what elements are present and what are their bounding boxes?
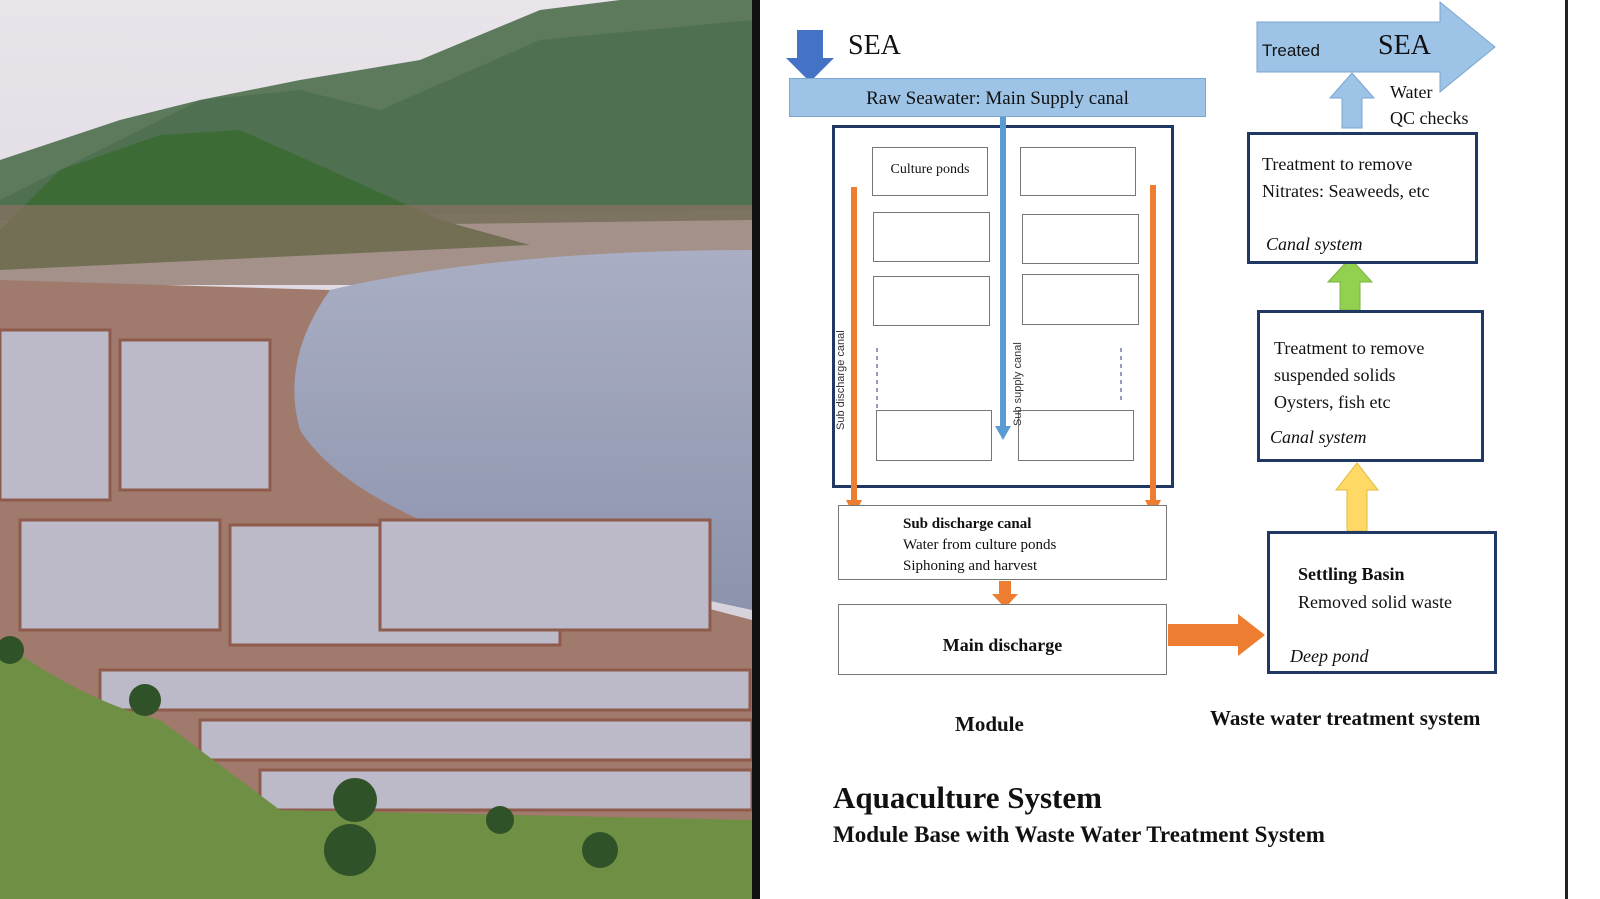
sub-discharge-box: Sub discharge canal Water from culture p…	[838, 505, 1167, 580]
solids-line1: Treatment to remove	[1274, 338, 1425, 358]
qc-label-1: Water	[1390, 82, 1433, 102]
qc-up-arrow-icon	[1328, 72, 1376, 129]
main-supply-canal: Raw Seawater: Main Supply canal	[789, 78, 1206, 117]
diagram-subtitle: Module Base with Waste Water Treatment S…	[833, 822, 1325, 847]
orange-right-arrow-icon	[1168, 614, 1265, 656]
panel-divider	[752, 0, 760, 899]
suspended-solids-box: Treatment to remove suspended solids Oys…	[1257, 310, 1484, 462]
main-discharge-box: Main discharge	[838, 604, 1167, 675]
green-up-arrow-icon	[1326, 257, 1374, 311]
nitrates-line2: Nitrates: Seaweeds, etc	[1262, 181, 1430, 201]
culture-pond	[1018, 410, 1134, 461]
yellow-up-arrow-icon	[1334, 462, 1380, 532]
right-border	[1565, 0, 1568, 899]
sub-discharge-line2: Siphoning and harvest	[903, 558, 1038, 574]
culture-pond	[1022, 214, 1139, 264]
sub-discharge-line1: Water from culture ponds	[903, 537, 1057, 553]
sub-supply-vertical-label: Sub supply canal	[1012, 342, 1024, 426]
diagram-title: Aquaculture System	[833, 780, 1102, 815]
nitrates-box: Treatment to remove Nitrates: Seaweeds, …	[1247, 132, 1478, 264]
settling-note: Deep pond	[1290, 646, 1369, 666]
culture-pond	[873, 276, 990, 326]
culture-pond	[1020, 147, 1136, 196]
settling-basin-box: Settling Basin Removed solid waste Deep …	[1267, 531, 1497, 674]
culture-pond	[873, 212, 990, 262]
sub-discharge-title: Sub discharge canal	[903, 516, 1032, 532]
settling-title: Settling Basin	[1298, 564, 1405, 584]
module-label: Module	[955, 712, 1024, 736]
solids-line3: Oysters, fish etc	[1274, 392, 1391, 412]
solids-line2: suspended solids	[1274, 365, 1396, 385]
culture-pond	[876, 410, 992, 461]
aquaculture-photo	[0, 0, 752, 899]
nitrates-note: Canal system	[1266, 234, 1363, 254]
nitrates-line1: Treatment to remove	[1262, 154, 1413, 174]
sea-in-label: SEA	[848, 30, 901, 61]
main-supply-label: Raw Seawater: Main Supply canal	[866, 88, 1129, 109]
sub-discharge-vertical-label: Sub discharge canal	[835, 330, 847, 430]
qc-label-2: QC checks	[1390, 108, 1469, 128]
solids-note: Canal system	[1270, 427, 1367, 447]
wwts-label: Waste water treatment system	[1210, 706, 1481, 730]
treated-label: Treated	[1262, 41, 1320, 60]
sea-out-label: SEA	[1378, 30, 1431, 61]
settling-line1: Removed solid waste	[1298, 592, 1452, 612]
culture-pond	[1022, 274, 1139, 325]
culture-pond: Culture ponds	[872, 147, 988, 196]
culture-ponds-label: Culture ponds	[890, 162, 970, 177]
sea-inflow-arrow-icon	[786, 30, 834, 82]
main-discharge-label: Main discharge	[942, 635, 1063, 655]
